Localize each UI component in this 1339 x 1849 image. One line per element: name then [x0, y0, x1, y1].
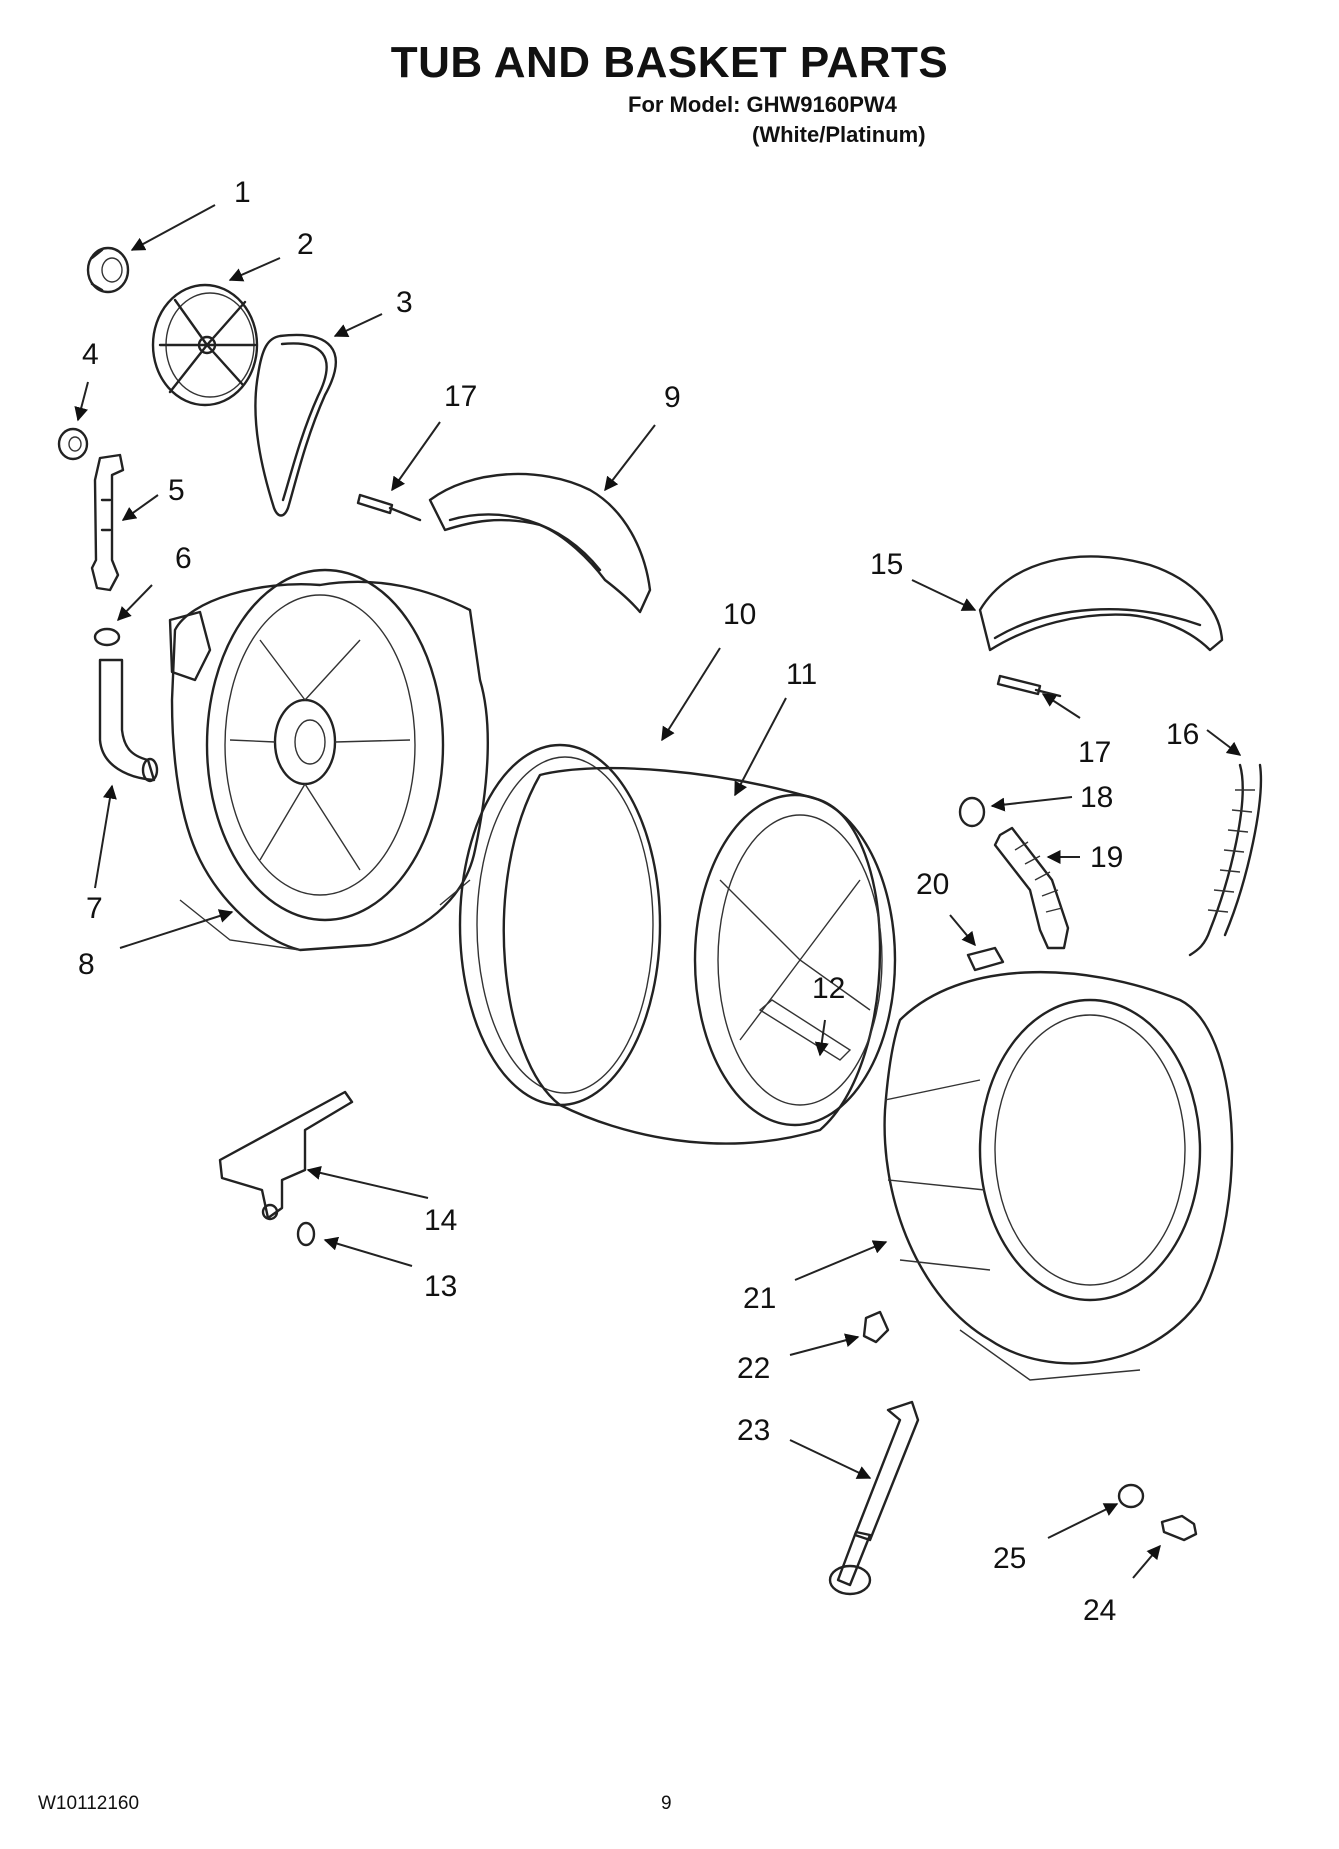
callout-17-upper: 17	[444, 380, 477, 413]
part-10-gasket	[458, 743, 662, 1107]
callout-4: 4	[82, 338, 99, 371]
part-9-weight	[428, 472, 652, 614]
part-21-front-tub	[883, 970, 1234, 1381]
callout-7: 7	[86, 892, 103, 925]
part-20-clip	[966, 946, 1005, 972]
callout-24: 24	[1083, 1594, 1116, 1627]
part-15-weight	[978, 555, 1224, 652]
part-11-basket	[502, 766, 897, 1145]
callout-5: 5	[168, 474, 185, 507]
callout-9: 9	[664, 381, 681, 414]
part-18-clamp	[958, 796, 986, 828]
part-8-rear-tub	[168, 568, 489, 952]
callout-11: 11	[786, 658, 817, 691]
part-7-hose	[98, 658, 156, 782]
part-19-bellows-hose	[993, 826, 1070, 950]
part-1-nut	[86, 246, 130, 294]
callout-14: 14	[424, 1204, 457, 1237]
part-17-screw-upper	[356, 493, 422, 522]
page-title: TUB AND BASKET PARTS	[390, 38, 949, 87]
variant-line: (White/Platinum)	[752, 122, 926, 147]
callout-1: 1	[234, 176, 251, 209]
callout-12: 12	[812, 972, 845, 1005]
callout-22: 22	[737, 1352, 770, 1385]
page-number: 9	[661, 1793, 672, 1814]
callout-21: 21	[743, 1282, 776, 1315]
part-17-screw-lower	[996, 674, 1062, 698]
part-22-clip	[862, 1310, 890, 1344]
part-12-lifter	[758, 999, 852, 1061]
model-line: For Model: GHW9160PW4	[628, 92, 897, 117]
part-3-belt	[254, 333, 337, 517]
callout-23: 23	[737, 1414, 770, 1447]
callout-8: 8	[78, 948, 95, 981]
part-13-o-ring	[296, 1221, 316, 1247]
callout-20: 20	[916, 868, 949, 901]
part-5-bracket	[90, 453, 125, 592]
part-25-grommet	[1117, 1483, 1145, 1509]
callout-15: 15	[870, 548, 903, 581]
part-14-lever	[218, 1090, 354, 1220]
document-number: W10112160	[38, 1793, 140, 1814]
callout-3: 3	[396, 286, 413, 319]
part-16-spring	[1188, 763, 1263, 957]
callout-19: 19	[1090, 841, 1123, 874]
part-24-pin	[1160, 1514, 1198, 1542]
part-6-clamp	[93, 627, 121, 647]
part-2-pulley	[151, 283, 259, 407]
part-4-washer	[57, 427, 89, 461]
callout-2: 2	[297, 228, 314, 261]
callout-6: 6	[175, 542, 192, 575]
callout-17-lower: 17	[1078, 736, 1111, 769]
callout-16: 16	[1166, 718, 1199, 751]
part-23-damper	[828, 1400, 920, 1596]
callout-25: 25	[993, 1542, 1026, 1575]
callout-10: 10	[723, 598, 756, 631]
callout-18: 18	[1080, 781, 1113, 814]
callout-13: 13	[424, 1270, 457, 1303]
